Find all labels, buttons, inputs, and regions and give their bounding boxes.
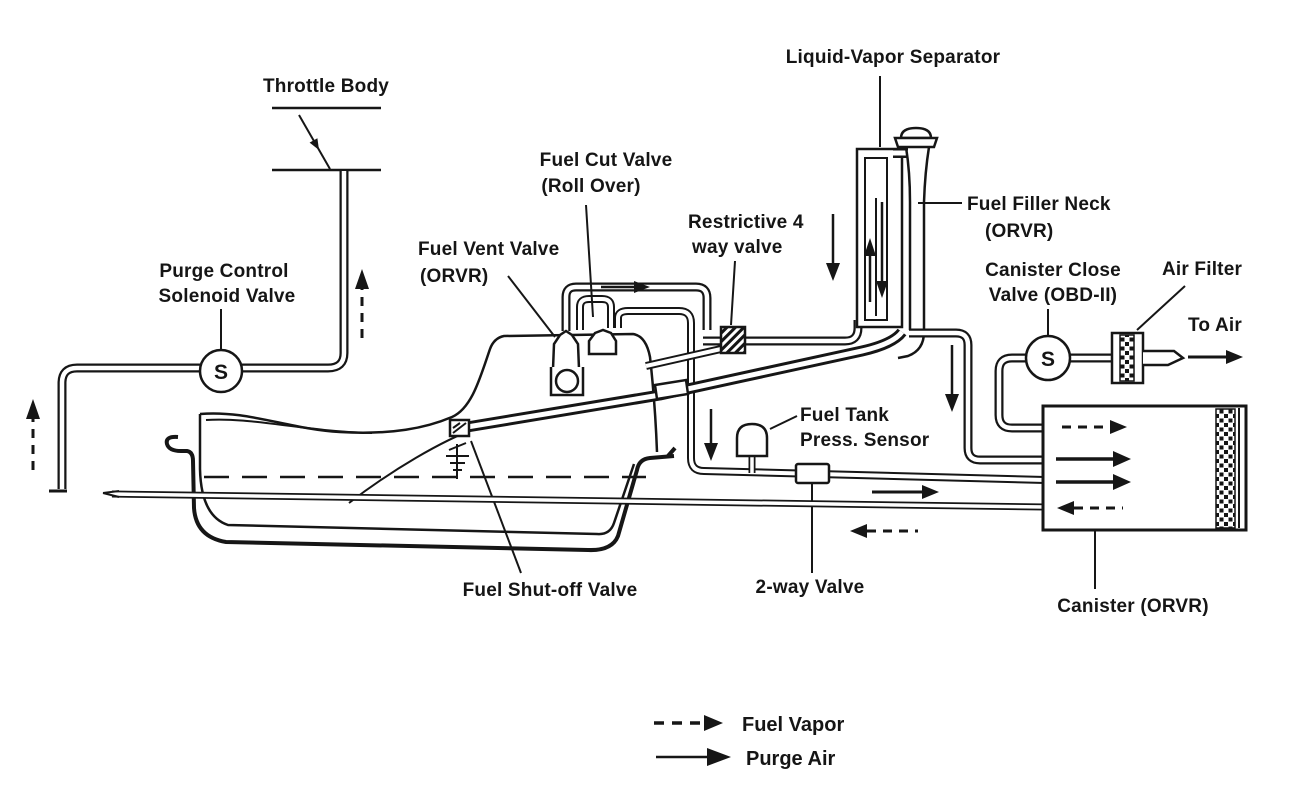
valve-to-canister-pipe-core (996, 355, 1045, 431)
purge-solenoid-symbol (198, 348, 244, 394)
fuel-gauge-sender-symbol (446, 442, 469, 479)
filler-neck-group: Fuel Filler Neck (ORVR) (893, 126, 1111, 465)
fuel-shut-off-valve-label: Fuel Shut-off Valve (463, 580, 638, 601)
purge-pipe-core (59, 171, 347, 489)
purge-air-right-arrow-top (601, 281, 650, 293)
fuel-cut-valve-leader (585, 204, 594, 318)
legend: Fuel Vapor Purge Air (654, 714, 844, 770)
throttle-body-leader-arrowhead (309, 138, 319, 150)
neck-to-canister-pipe-core (909, 330, 1045, 463)
legend-purge-air-label: Purge Air (746, 748, 835, 770)
separator-group: Liquid-Vapor Separator (786, 47, 1001, 329)
legend-fuel-vapor-label: Fuel Vapor (742, 714, 844, 736)
fuel-tank-press-sensor-body (735, 422, 769, 458)
canister-group: Canister (ORVR) (1041, 404, 1248, 617)
canister-close-valve-label-line2: Valve (OBD-II) (989, 285, 1117, 306)
purge-solenoid-letter: S (214, 361, 228, 384)
filler-cap-skirt (893, 136, 939, 149)
throttle-body-label: Throttle Body (263, 76, 389, 97)
cut-to-two-way-pipe-core (616, 309, 1046, 482)
air-filter-element (1119, 334, 1135, 382)
legend-fuel-vapor-arrow (654, 715, 723, 731)
air-filter-leader (1136, 285, 1186, 331)
fuel-vapor-up-arrow-left (26, 399, 40, 470)
to-air-arrow (1188, 350, 1243, 364)
canister-close-valve-symbol (1024, 334, 1072, 382)
canister-fuel-vapor-right-arrow (1062, 420, 1127, 434)
two-way-valve-body (794, 462, 831, 485)
fuel-shut-off-valve-leader (470, 440, 522, 574)
fuel-tank (164, 332, 677, 553)
purge-line: S Purge Control Solenoid Valve (26, 171, 369, 493)
vent-to-cut-pipe (576, 295, 615, 330)
tank-skid-plate (164, 434, 677, 553)
fuel-vent-valve-body (551, 329, 581, 371)
canister-body (1041, 404, 1248, 532)
down-arrow-in-tank-right (704, 409, 718, 461)
filler-cap-dome (899, 126, 933, 140)
canister-purge-air-arrow-1 (1056, 451, 1131, 467)
filler-tube-sleeve (653, 378, 690, 401)
separator-up-arrow (864, 238, 876, 302)
vent-to-cut-pipe-core (578, 297, 613, 330)
filler-neck-left-wall (904, 146, 912, 330)
tank-top-pipes (561, 281, 1046, 484)
fuel-vent-valve-ball (554, 368, 580, 394)
fuel-vent-valve-leader (507, 275, 556, 338)
fuel-shut-off-valve (448, 418, 471, 438)
separator-outer-shell (855, 147, 904, 329)
long-fuel-line-tip-bottom (102, 492, 120, 498)
separator-inner-shell (864, 157, 888, 321)
tank-inner-sweep (348, 426, 480, 504)
purge-control-label-line1: Purge Control (159, 261, 288, 282)
canister-close-valve-label-line1: Canister Close (985, 260, 1121, 281)
filler-tube-group: Fuel Shut-off Valve (448, 328, 907, 601)
canister-purge-air-arrow-2 (1056, 474, 1131, 490)
fuel-cut-valve-body (587, 328, 618, 356)
press-sensor-leader (769, 415, 798, 430)
long-fuel-line-core (111, 492, 1046, 509)
fuel-cut-valve-label-line2: (Roll Over) (541, 176, 640, 197)
long-fuel-line (102, 490, 1046, 511)
fuel-filler-neck-label-line2: (ORVR) (985, 221, 1053, 242)
air-filter-outlet (1143, 349, 1186, 367)
down-arrow-right-of-neck (945, 345, 959, 412)
air-filter-label: Air Filter (1162, 259, 1243, 280)
canister-close-valve-letter: S (1041, 348, 1055, 371)
tank-top-valve-labels: Fuel Vent Valve (ORVR) Fuel Cut Valve (R… (418, 150, 804, 338)
tank-top-seam (205, 418, 373, 434)
restrictive-valve-label-line2: way valve (691, 237, 783, 258)
two-way-valve-label: 2-way Valve (756, 577, 865, 598)
canister-filter-element (1215, 408, 1236, 529)
fuel-vapor-left-arrow-line (850, 524, 918, 538)
purge-pipe (57, 171, 349, 489)
tank-right-plumbing: Fuel Tank Press. Sensor 2-way Valve (704, 405, 939, 598)
fuel-cut-valve-label-line1: Fuel Cut Valve (540, 150, 673, 171)
to-air-label: To Air (1188, 315, 1242, 336)
filler-tube-core (460, 330, 904, 431)
canister-fuel-vapor-left-arrow (1057, 501, 1123, 515)
down-arrow-left-of-separator (826, 214, 840, 281)
legend-purge-air-arrow (656, 748, 731, 766)
neck-to-canister-pipe (909, 328, 1045, 465)
fuel-vent-valve-label-line1: Fuel Vent Valve (418, 239, 559, 260)
fuel-filler-neck-label-line1: Fuel Filler Neck (967, 194, 1111, 215)
separator-down-arrow (876, 202, 888, 298)
fuel-tank-press-sensor-label-line1: Fuel Tank (800, 405, 889, 426)
canister-close-group: S Canister Close Valve (OBD-II) Air Filt… (985, 259, 1243, 433)
canister-label: Canister (ORVR) (1057, 596, 1209, 617)
restrictive-to-tank-pipe-core (645, 347, 722, 368)
purge-air-right-arrow-line (872, 485, 939, 499)
purge-control-label-line2: Solenoid Valve (159, 286, 296, 307)
tank-top-valves (549, 325, 747, 397)
restrictive-valve-label-line1: Restrictive 4 (688, 212, 804, 233)
fuel-vent-valve-label-line2: (ORVR) (420, 266, 488, 287)
restrictive-4way-valve-body (719, 325, 747, 355)
fuel-tank-press-sensor-label-line2: Press. Sensor (800, 430, 930, 451)
throttle-body: Throttle Body (263, 76, 389, 172)
restrictive-valve-leader (730, 260, 736, 326)
tank-bottom-shell (198, 414, 636, 536)
fuel-vapor-up-arrow-throttle (355, 269, 369, 338)
liquid-vapor-separator-label: Liquid-Vapor Separator (786, 47, 1001, 68)
